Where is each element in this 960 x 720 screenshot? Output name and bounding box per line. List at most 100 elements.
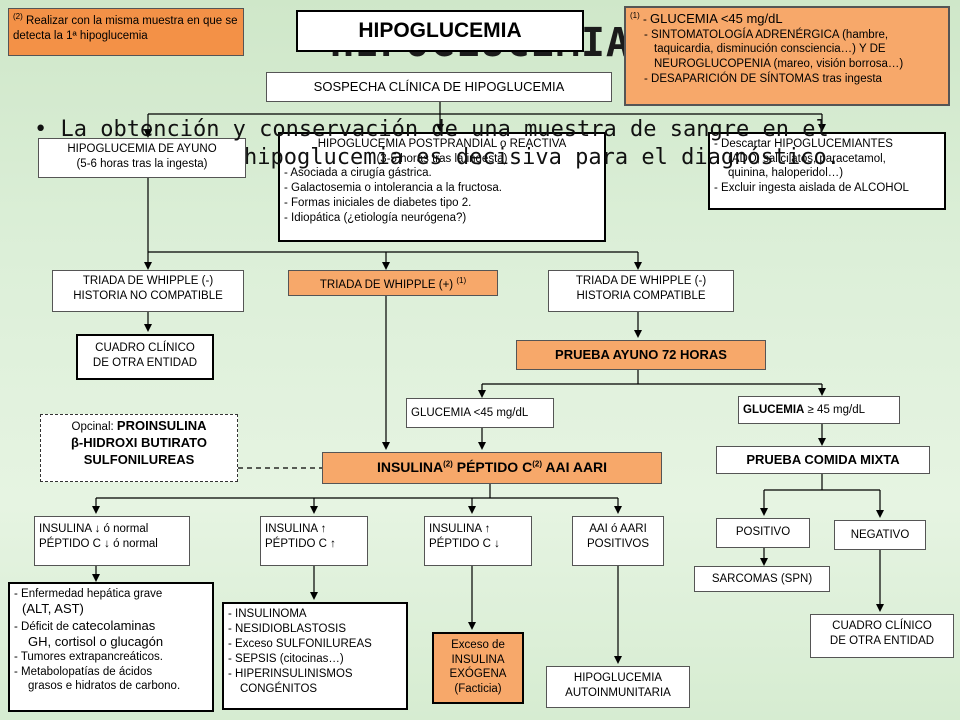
comida-mixta-text: PRUEBA COMIDA MIXTA bbox=[746, 452, 900, 467]
cuadro2-line2: DE OTRA ENTIDAD bbox=[829, 634, 935, 647]
whipple-negativo-no-compatible-box: TRIADA DE WHIPPLE (-) HISTORIA NO COMPAT… bbox=[52, 270, 244, 312]
comida-negativo-box: NEGATIVO bbox=[834, 520, 926, 550]
res-c-line1: INSULINA ↑ bbox=[429, 523, 491, 535]
note-glucemia-line4: NEUROGLUCOPENIA (mareo, visión borrosa…) bbox=[654, 58, 904, 71]
cuadro-clinico-otra-entidad-2-box: CUADRO CLÍNICO DE OTRA ENTIDAD bbox=[810, 614, 954, 658]
whipple-pos-sup: (1) bbox=[456, 276, 467, 285]
autoinmune-line1: HIPOGLUCEMIA bbox=[573, 672, 663, 684]
enf-line1: - Enfermedad hepática grave bbox=[14, 588, 163, 600]
autoinmune-line2: AUTOINMUNITARIA bbox=[565, 686, 671, 699]
resultado-insulina-alta-peptido-bajo-box: INSULINA ↑ PÉPTIDO C ↓ bbox=[424, 516, 532, 566]
causas-insulina-baja-box: - Enfermedad hepática grave (ALT, AST) -… bbox=[8, 582, 214, 712]
ayuno-line1: HIPOGLUCEMIA DE AYUNO bbox=[67, 143, 217, 155]
enf-line2: (ALT, AST) bbox=[22, 601, 84, 617]
prueba-comida-mixta-box: PRUEBA COMIDA MIXTA bbox=[716, 446, 930, 474]
res-d-line1: AAI ó AARI bbox=[589, 523, 647, 535]
prueba-ayuno-72h-box: PRUEBA AYUNO 72 HORAS bbox=[516, 340, 766, 370]
descartar-line3: quinina, haloperidol…) bbox=[728, 167, 844, 180]
cuadro1-line2: DE OTRA ENTIDAD bbox=[92, 356, 198, 369]
opcional-prefix: Opcinal: bbox=[71, 421, 117, 433]
insulinoma-line5: - HIPERINSULINISMOS bbox=[228, 667, 353, 680]
res-b-line2: PÉPTIDO C ↑ bbox=[265, 537, 336, 550]
background-bullet-text: • La obtención y conservación de una mue… bbox=[34, 116, 954, 172]
enf-line7: grasos e hidratos de carbono. bbox=[28, 680, 181, 692]
ins-main-t1: INSULINA bbox=[376, 459, 444, 475]
note-glucemia-prefix: - bbox=[639, 14, 651, 26]
gluc-ge45-rest: ≥ 45 mg/dL bbox=[804, 404, 865, 416]
hipoglucemia-postprandial-box: HIPOGLUCEMIA POSTPRANDIAL o REACTIVA (3-… bbox=[278, 132, 606, 242]
note-glucemia-line3: taquicardia, disminución consciencia…) Y… bbox=[654, 43, 886, 56]
insulinoma-line6: CONGÉNITOS bbox=[240, 682, 318, 695]
postprandial-line2: (3-5 horas tras la ingesta) bbox=[376, 152, 508, 165]
comida-positivo-box: POSITIVO bbox=[716, 518, 810, 548]
opcional-line2: β-HIDROXI BUTIRATO bbox=[70, 434, 207, 450]
descartar-hipoglucemiantes-box: - Descartar HIPOGLUCEMIANTES (ADO, salic… bbox=[708, 132, 946, 210]
exceso-line1: Exceso de bbox=[451, 639, 505, 651]
ins-main-s1: (2) bbox=[443, 459, 453, 469]
ins-main-t3: AAI AARI bbox=[541, 459, 608, 475]
diagram-title-text: HIPOGLUCEMIA bbox=[358, 19, 522, 42]
whipple-positivo-box: TRIADA DE WHIPPLE (+) (1) bbox=[288, 270, 498, 296]
res-a-line2: PÉPTIDO C ↓ ó normal bbox=[39, 537, 158, 550]
descartar-line1: - Descartar HIPOGLUCEMIANTES bbox=[714, 138, 893, 150]
opcional-line3: SULFONILUREAS bbox=[83, 451, 195, 467]
gluc-ge45-bold: GLUCEMIA bbox=[743, 404, 805, 416]
cuadro-clinico-otra-entidad-box: CUADRO CLÍNICO DE OTRA ENTIDAD bbox=[76, 334, 214, 380]
whipple-nocomp-line1: TRIADA DE WHIPPLE (-) bbox=[82, 275, 214, 287]
enf-line5: - Tumores extrapancreáticos. bbox=[14, 651, 163, 664]
bullet-line2: hipoglucemia es decisiva para el diagnós… bbox=[244, 145, 841, 170]
negativo-text: NEGATIVO bbox=[850, 529, 910, 541]
enf-line3a: - Déficit de bbox=[14, 620, 73, 633]
prueba72-text: PRUEBA AYUNO 72 HORAS bbox=[555, 347, 727, 362]
note-glucemia-bold: GLUCEMIA bbox=[650, 11, 718, 26]
sarcomas-box: SARCOMAS (SPN) bbox=[694, 566, 830, 592]
glucemia-menor-45-box: GLUCEMIA <45 mg/dL bbox=[406, 398, 554, 428]
enf-line6: - Metabolopatías de ácidos bbox=[14, 665, 153, 678]
descartar-line4: - Excluir ingesta aislada de ALCOHOL bbox=[714, 182, 909, 195]
note-muestra-text: Realizar con la misma muestra en que se … bbox=[13, 14, 238, 42]
glucemia-mayor-45-box: GLUCEMIA ≥ 45 mg/dL bbox=[738, 396, 900, 424]
hipoglucemia-ayuno-box: HIPOGLUCEMIA DE AYUNO (5-6 horas tras la… bbox=[38, 138, 246, 178]
note-muestra-sup: (2) bbox=[13, 12, 23, 21]
note-glucemia-sup: (1) bbox=[630, 11, 640, 21]
diagram-title: HIPOGLUCEMIA bbox=[296, 10, 584, 52]
opcional-pruebas-box: Opcinal: PROINSULINA β-HIDROXI BUTIRATO … bbox=[40, 414, 238, 482]
whipple-negativo-compatible-box: TRIADA DE WHIPPLE (-) HISTORIA COMPATIBL… bbox=[548, 270, 734, 312]
res-d-line2: POSITIVOS bbox=[587, 537, 649, 550]
insulinoma-line4: - SEPSIS (citocinas…) bbox=[228, 652, 344, 665]
note-glucemia-criteria: (1) - GLUCEMIA <45 mg/dL - SINTOMATOLOGÍ… bbox=[624, 6, 950, 106]
positivo-text: POSITIVO bbox=[735, 526, 791, 538]
res-c-line2: PÉPTIDO C ↓ bbox=[429, 537, 500, 550]
insulinoma-line3: - Exceso SULFONILUREAS bbox=[228, 637, 372, 650]
postprandial-line3: - Asociada a cirugía gástrica. bbox=[284, 167, 432, 180]
exceso-line3: EXÓGENA bbox=[449, 668, 507, 681]
resultado-insulina-baja-box: INSULINA ↓ ó normal PÉPTIDO C ↓ ó normal bbox=[34, 516, 190, 566]
sospecha-clinica-box: SOSPECHA CLÍNICA DE HIPOGLUCEMIA bbox=[266, 72, 612, 102]
note-glucemia-line5: - DESAPARICIÓN DE SÍNTOMAS tras ingesta bbox=[644, 72, 882, 85]
res-b-line1: INSULINA ↑ bbox=[265, 523, 327, 535]
insulinoma-line2: - NESIDIOBLASTOSIS bbox=[228, 622, 347, 635]
exceso-insulina-exogena-box: Exceso de INSULINA EXÓGENA (Facticia) bbox=[432, 632, 524, 704]
hipoglucemia-autoinmunitaria-box: HIPOGLUCEMIA AUTOINMUNITARIA bbox=[546, 666, 690, 708]
descartar-line2: (ADO, salicilatos, paracetamol, bbox=[728, 152, 886, 165]
whipple-nocomp-line2: HISTORIA NO COMPATIBLE bbox=[73, 289, 223, 302]
resultado-aai-aari-box: AAI ó AARI POSITIVOS bbox=[572, 516, 664, 566]
opcional-line1: PROINSULINA bbox=[116, 418, 207, 433]
insulinoma-line1: - INSULINOMA bbox=[228, 608, 307, 620]
cuadro2-line1: CUADRO CLÍNICO bbox=[832, 620, 932, 632]
bullet-line1: La obtención y conservación de una muest… bbox=[60, 117, 829, 142]
gluc-lt45-text: GLUCEMIA <45 mg/dL bbox=[411, 407, 529, 419]
postprandial-line5: - Formas iniciales de diabetes tipo 2. bbox=[284, 196, 472, 209]
bullet-marker: • bbox=[34, 117, 48, 142]
sarcomas-text: SARCOMAS (SPN) bbox=[711, 573, 813, 585]
enf-line4: GH, cortisol o glucagón bbox=[28, 634, 164, 649]
note-muestra: (2) Realizar con la misma muestra en que… bbox=[8, 8, 244, 56]
exceso-line4: (Facticia) bbox=[454, 683, 502, 696]
sospecha-clinica-text: SOSPECHA CLÍNICA DE HIPOGLUCEMIA bbox=[313, 79, 565, 94]
postprandial-line6: - Idiopática (¿etiología neurógena?) bbox=[284, 211, 467, 224]
ins-main-s2: (2) bbox=[532, 459, 542, 469]
resultado-insulina-alta-peptido-alto-box: INSULINA ↑ PÉPTIDO C ↑ bbox=[260, 516, 368, 566]
insulina-peptido-c-aai-aari-box: INSULINA(2) PÉPTIDO C(2) AAI AARI bbox=[322, 452, 662, 484]
res-a-line1: INSULINA ↓ ó normal bbox=[39, 523, 149, 535]
postprandial-line1: HIPOGLUCEMIA POSTPRANDIAL o REACTIVA bbox=[317, 138, 567, 150]
